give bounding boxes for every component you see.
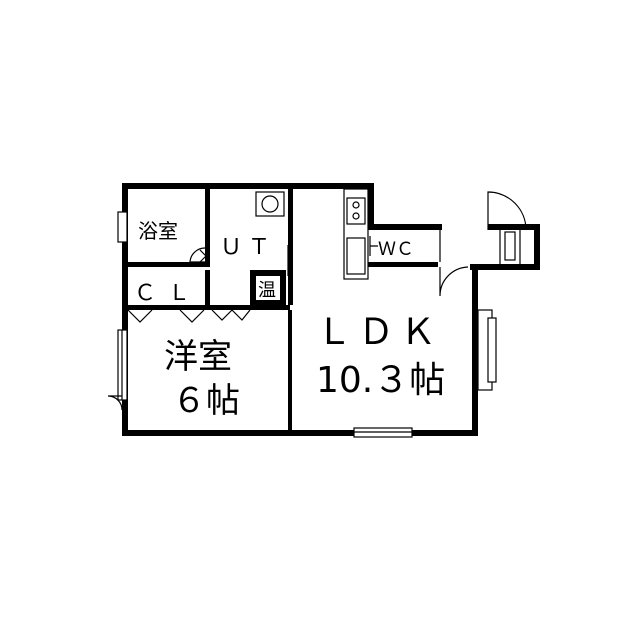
fixtures [199, 188, 516, 280]
heater-label: 温 [258, 280, 276, 301]
bath-label: 浴室 [138, 219, 178, 243]
wc-label: ＷＣ [378, 239, 414, 260]
interior-walls [122, 183, 293, 430]
ut-label: ＵＴ [220, 235, 276, 260]
ldk-size: 10.３帖 [316, 360, 445, 401]
cl-label: ＣＬ [134, 281, 202, 306]
room-labels: 浴室 ＵＴ ＣＬ ＷＣ 温 洋室 ６帖 ＬＤＫ 10.３帖 [134, 219, 445, 421]
western-room-name: 洋室 [164, 337, 232, 377]
doors [107, 191, 527, 411]
windows [117, 211, 497, 438]
western-room-size: ６帖 [172, 381, 240, 421]
ldk-name: ＬＤＫ [316, 312, 442, 353]
